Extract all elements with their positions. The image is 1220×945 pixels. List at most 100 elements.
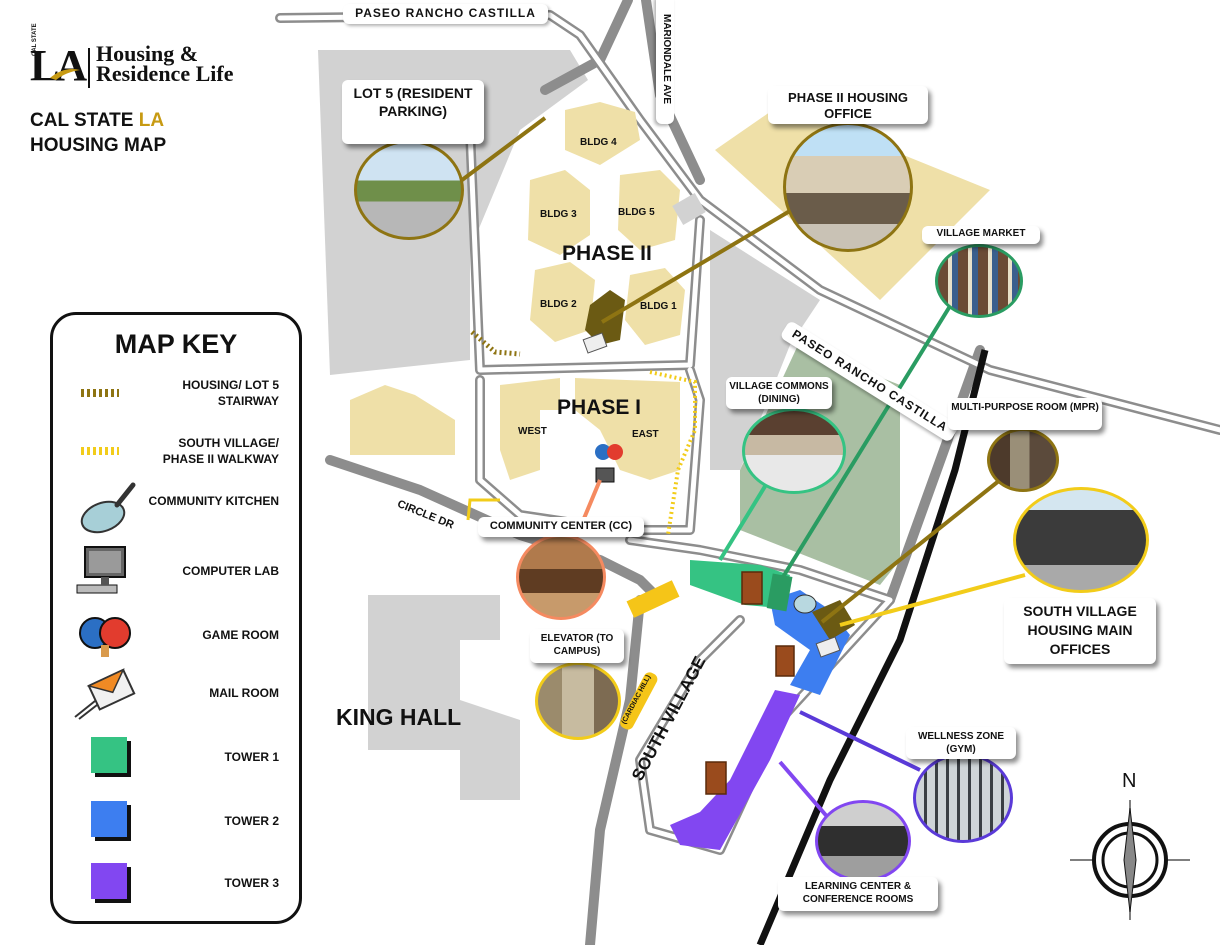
key-label: TOWER 2 [224, 814, 279, 828]
brand-logo: LA CAL STATE Housing & Residence Life [30, 23, 270, 90]
king-hall-label: KING HALL [336, 704, 462, 730]
door-icon [741, 571, 763, 605]
leader-wellness [799, 710, 921, 772]
east-label: EAST [632, 429, 659, 440]
west-label: WEST [518, 426, 547, 437]
door-icon [775, 645, 795, 677]
mpr-photo [987, 428, 1059, 492]
south-village-walkway [649, 370, 697, 536]
mail-icon [815, 636, 841, 658]
elevator-callout[interactable]: ELEVATOR (TO CAMPUS) [530, 629, 624, 663]
key-row-stairway: HOUSING/ LOT 5 STAIRWAY [53, 365, 299, 421]
street-label-mariondale: MARIONDALE AVE [656, 0, 674, 124]
key-label: SOUTH VILLAGE/ PHASE II WALKWAY [162, 436, 279, 466]
community-center-callout[interactable]: COMMUNITY CENTER (CC) [478, 517, 644, 537]
map-key: MAP KEY HOUSING/ LOT 5 STAIRWAY SOUTH VI… [50, 312, 302, 924]
mail-icon [74, 668, 136, 720]
key-label: COMPUTER LAB [182, 564, 279, 578]
phase2-label: PHASE II [562, 242, 652, 265]
wing-icon [50, 69, 80, 80]
village-commons-photo [742, 408, 846, 494]
railway [756, 349, 989, 945]
key-row-tower-3: TOWER 3 [53, 853, 299, 909]
south-village-offices-photo [1013, 487, 1149, 593]
village-commons-callout[interactable]: VILLAGE COMMONS (DINING) [726, 377, 832, 409]
elevator-photo [535, 662, 621, 740]
south-village-offices-callout[interactable]: SOUTH VILLAGE HOUSING MAIN OFFICES [1004, 598, 1156, 664]
community-center-photo [516, 534, 606, 620]
housing-lot5-stairway [470, 330, 521, 357]
door-icon [705, 761, 727, 795]
phase2-buildings [528, 102, 685, 345]
village-market-photo [935, 244, 1023, 318]
key-row-mail: MAIL ROOM [53, 665, 299, 721]
lot5-callout[interactable]: LOT 5 (RESIDENT PARKING) [342, 80, 484, 144]
bldg-2-shape [530, 262, 595, 342]
wellness-callout[interactable]: WELLNESS ZONE (GYM) [906, 727, 1016, 759]
street-label-paseo-top: PASEO RANCHO CASTILLA [343, 4, 548, 24]
bldg-1-shape [625, 268, 685, 345]
leader-learning [778, 760, 832, 822]
phase2-office-photo [783, 122, 913, 252]
ping-pong-icon [79, 617, 131, 657]
bldg-2-label: BLDG 2 [540, 299, 577, 310]
tower-1-shape [690, 560, 790, 608]
mpr-marker [812, 600, 855, 640]
computer-icon [595, 467, 615, 483]
compass-north-label: N [1122, 770, 1137, 792]
gray-area-east [710, 230, 820, 470]
phase2-office-callout[interactable]: PHASE II HOUSING OFFICE [768, 86, 928, 124]
leader-mpr [820, 478, 1002, 624]
phase1-west-building [500, 378, 560, 480]
road-south-east [885, 345, 985, 605]
bldg-3-shape [528, 170, 590, 255]
key-row-kitchen: COMMUNITY KITCHEN [53, 481, 299, 537]
brand-logo-subtext: CAL STATE [32, 23, 38, 56]
tower-3-swatch [91, 863, 131, 903]
tower-2-swatch [91, 801, 131, 841]
frying-pan-icon [793, 594, 817, 614]
mail-icon [582, 332, 608, 354]
key-label: TOWER 1 [224, 750, 279, 764]
mpr-callout[interactable]: MULTI-PURPOSE ROOM (MPR) [948, 398, 1102, 430]
tower-1-swatch [91, 737, 131, 777]
key-row-walkway: SOUTH VILLAGE/ PHASE II WALKWAY [53, 423, 299, 479]
phase1-label: PHASE I [557, 396, 642, 419]
key-label: HOUSING/ LOT 5 STAIRWAY [182, 378, 279, 408]
brand-logo-mark: LA [30, 41, 87, 90]
learning-center-callout[interactable]: LEARNING CENTER & CONFERENCE ROOMS [778, 877, 938, 911]
compass-icon [1070, 800, 1190, 920]
west-building [350, 385, 455, 455]
key-label: TOWER 3 [224, 876, 279, 890]
bldg-1-label: BLDG 1 [640, 301, 677, 312]
phase2-office-marker [585, 290, 625, 345]
phase2-small-gray [672, 192, 706, 226]
key-label: COMMUNITY KITCHEN [148, 494, 279, 508]
key-row-tower-1: TOWER 1 [53, 727, 299, 783]
brand-name: Housing & Residence Life [96, 41, 234, 86]
brand-divider [88, 48, 90, 88]
cc-icons [582, 332, 841, 658]
village-market-callout[interactable]: VILLAGE MARKET [922, 226, 1040, 244]
road-to-campus [585, 595, 645, 945]
door-icons [705, 571, 795, 795]
map-key-title: MAP KEY [114, 329, 238, 359]
leader-south-offices [839, 573, 1026, 627]
tower-3-shape [670, 690, 800, 850]
leader-lot5 [456, 116, 547, 185]
lot5-photo [354, 140, 464, 240]
key-row-computer: COMPUTER LAB [53, 543, 299, 599]
bldg-4-label: BLDG 4 [580, 137, 617, 148]
frying-pan-icon [80, 482, 136, 534]
wellness-photo [913, 753, 1013, 843]
elevator-bridge [626, 580, 680, 618]
learning-center-photo [815, 800, 911, 882]
bldg-4-shape [565, 102, 640, 165]
phase1-east-building [575, 378, 680, 480]
leader-phase2-office [600, 203, 802, 324]
key-label: GAME ROOM [202, 628, 279, 642]
ping-pong-icon [595, 444, 611, 460]
bldg-5-shape [618, 170, 680, 250]
computer-icon [76, 546, 126, 594]
